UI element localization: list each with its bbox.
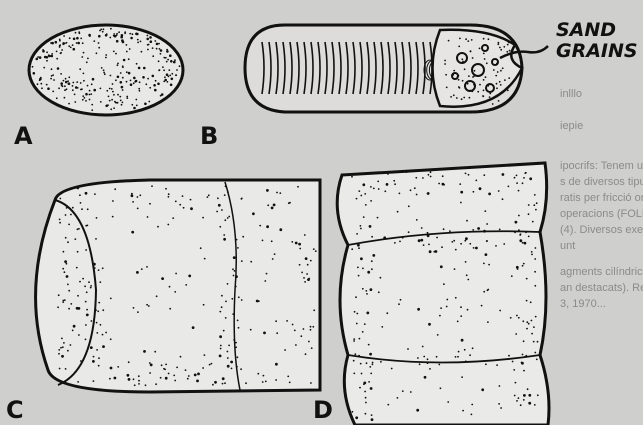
callout-label: SAND GRAINS	[556, 20, 638, 62]
stacked-segment-outline	[337, 163, 549, 425]
panel-d-drawing	[337, 163, 549, 425]
callout-line-1: SAND	[556, 20, 638, 41]
cylinder-outline	[36, 180, 320, 392]
panel-label-a: A	[14, 124, 33, 148]
callout-line-2: GRAINS	[556, 41, 638, 62]
panel-label-c: C	[6, 398, 24, 422]
panel-a-drawing	[29, 25, 183, 115]
panel-label-d: D	[313, 398, 333, 422]
panel-c-drawing	[36, 180, 320, 392]
panel-b-drawing	[245, 25, 548, 112]
panel-label-b: B	[200, 124, 218, 148]
